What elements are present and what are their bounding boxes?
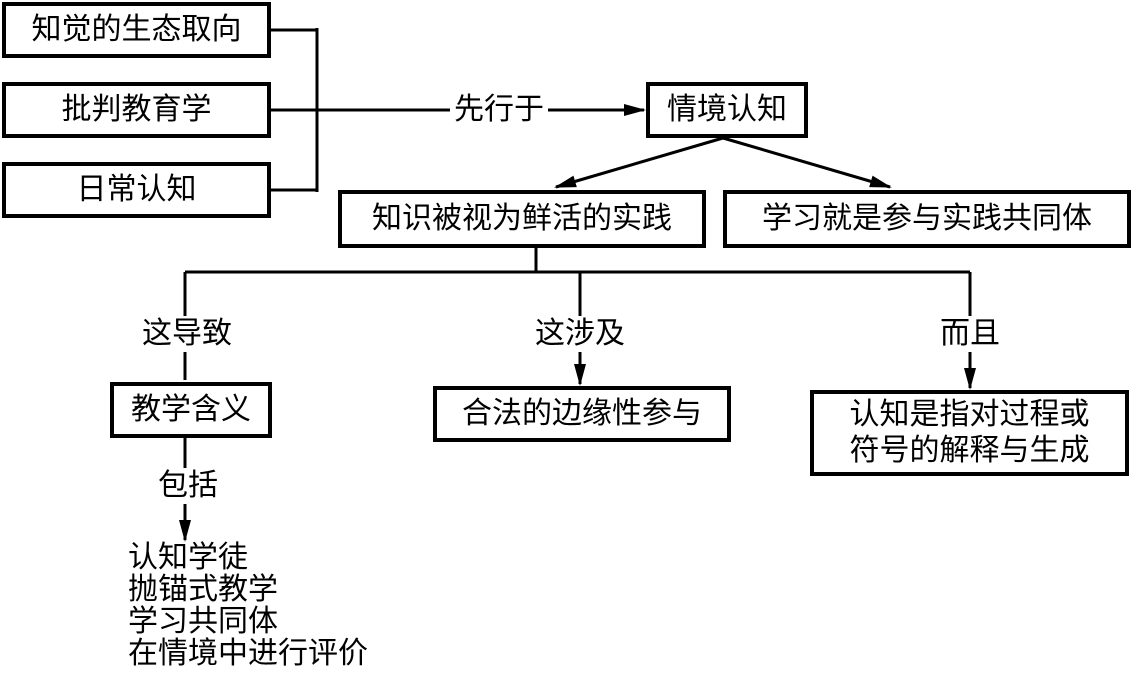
arrow-to-branch-right (722, 136, 892, 189)
arrow-to-branch-left (554, 136, 724, 189)
edge-label-includes: 包括 (154, 468, 222, 504)
precedes-label: 先行于 (450, 92, 548, 128)
center-box-situated-cognition: 情境认知 (646, 82, 808, 138)
branch-box-learning-as-community: 学习就是参与实践共同体 (723, 190, 1131, 248)
outcome-box-legitimate-participation: 合法的边缘性参与 (433, 386, 731, 442)
list-item: 在情境中进行评价 (128, 636, 368, 671)
list-item: 认知学徒 (128, 540, 248, 575)
list-item: 学习共同体 (128, 604, 278, 639)
teaching-implications-list: 认知学徒 抛锚式教学 学习共同体 在情境中进行评价 (128, 542, 368, 670)
outcome-box-cognition-definition: 认知是指对过程或 符号的解释与生成 (810, 390, 1129, 476)
cognition-line-1: 认知是指对过程或 (849, 397, 1090, 432)
input-box-ecological-perception: 知觉的生态取向 (2, 2, 271, 58)
outcome-box-teaching-implications: 教学含义 (110, 382, 272, 438)
edge-label-involves: 这涉及 (531, 316, 629, 352)
cognition-line-2: 符号的解释与生成 (849, 433, 1090, 468)
input-box-everyday-cognition: 日常认知 (2, 162, 271, 218)
input-box-critical-pedagogy: 批判教育学 (2, 82, 271, 138)
branch-box-knowledge-as-practice: 知识被视为鲜活的实践 (338, 190, 706, 248)
list-item: 抛锚式教学 (128, 572, 278, 607)
edge-label-moreover: 而且 (936, 316, 1004, 352)
edge-label-leads-to: 这导致 (138, 316, 236, 352)
